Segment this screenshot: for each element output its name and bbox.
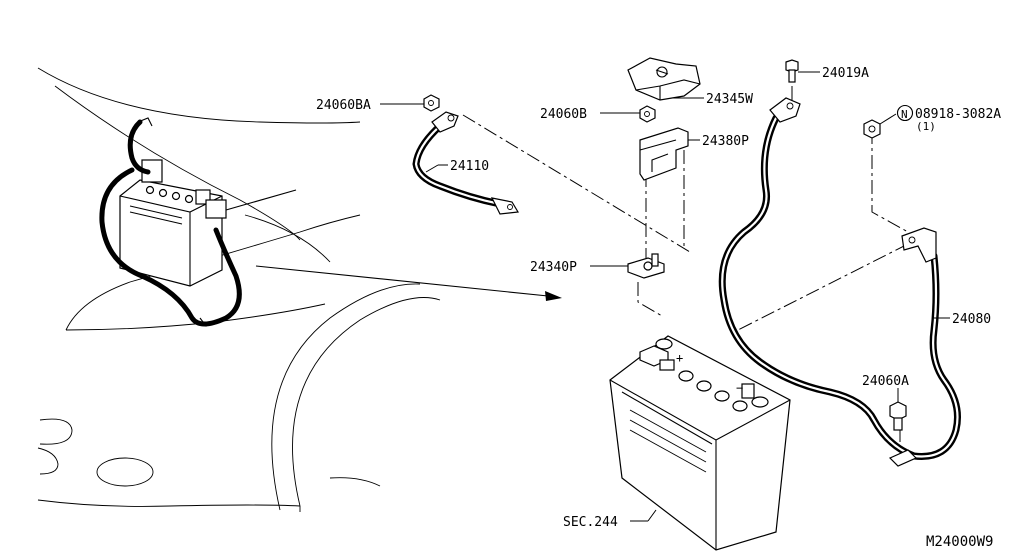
- label-24060A: 24060A: [862, 374, 909, 389]
- battery-minus-mark: −: [736, 381, 743, 395]
- detail-arrow: [255, 265, 562, 301]
- part-24345W-cover: [627, 57, 701, 101]
- label-24340P: 24340P: [530, 260, 577, 275]
- callout-labels: 24060BA 24110 24060B 24345W 24019A N 089…: [316, 66, 1001, 550]
- label-08918-3082A: 08918-3082A: [915, 107, 1001, 122]
- battery-plus-mark: +: [676, 351, 683, 365]
- part-24080-cable: [718, 97, 961, 467]
- label-24345W: 24345W: [706, 92, 753, 107]
- part-24060BA-nut: [423, 94, 440, 112]
- part-24110-cable: [412, 111, 519, 215]
- label-24060B: 24060B: [540, 107, 587, 122]
- N-marker: N: [901, 108, 908, 121]
- label-08918-qty: (1): [916, 120, 936, 133]
- label-24380P: 24380P: [702, 134, 749, 149]
- battery-sec244: + −: [609, 335, 791, 551]
- N-marker-circle: [896, 104, 914, 122]
- label-24019A: 24019A: [822, 66, 869, 81]
- part-24060A-bolt: [889, 401, 907, 431]
- engine-bay-overview: [37, 67, 441, 512]
- part-24340P-terminal: [627, 253, 665, 279]
- overview-battery: [119, 159, 227, 287]
- part-24380P-bracket: [639, 127, 689, 181]
- part-08918-3082A-nut: [863, 119, 881, 139]
- part-24060B-nut: [639, 105, 656, 123]
- label-sec244: SEC.244: [563, 515, 618, 530]
- callout-leaders: [380, 71, 950, 522]
- part-24019A-bolt: [785, 59, 799, 83]
- label-24110: 24110: [450, 159, 489, 174]
- diagram-id: M24000W9: [926, 534, 993, 550]
- label-24080: 24080: [952, 312, 991, 327]
- label-24060BA: 24060BA: [316, 98, 371, 113]
